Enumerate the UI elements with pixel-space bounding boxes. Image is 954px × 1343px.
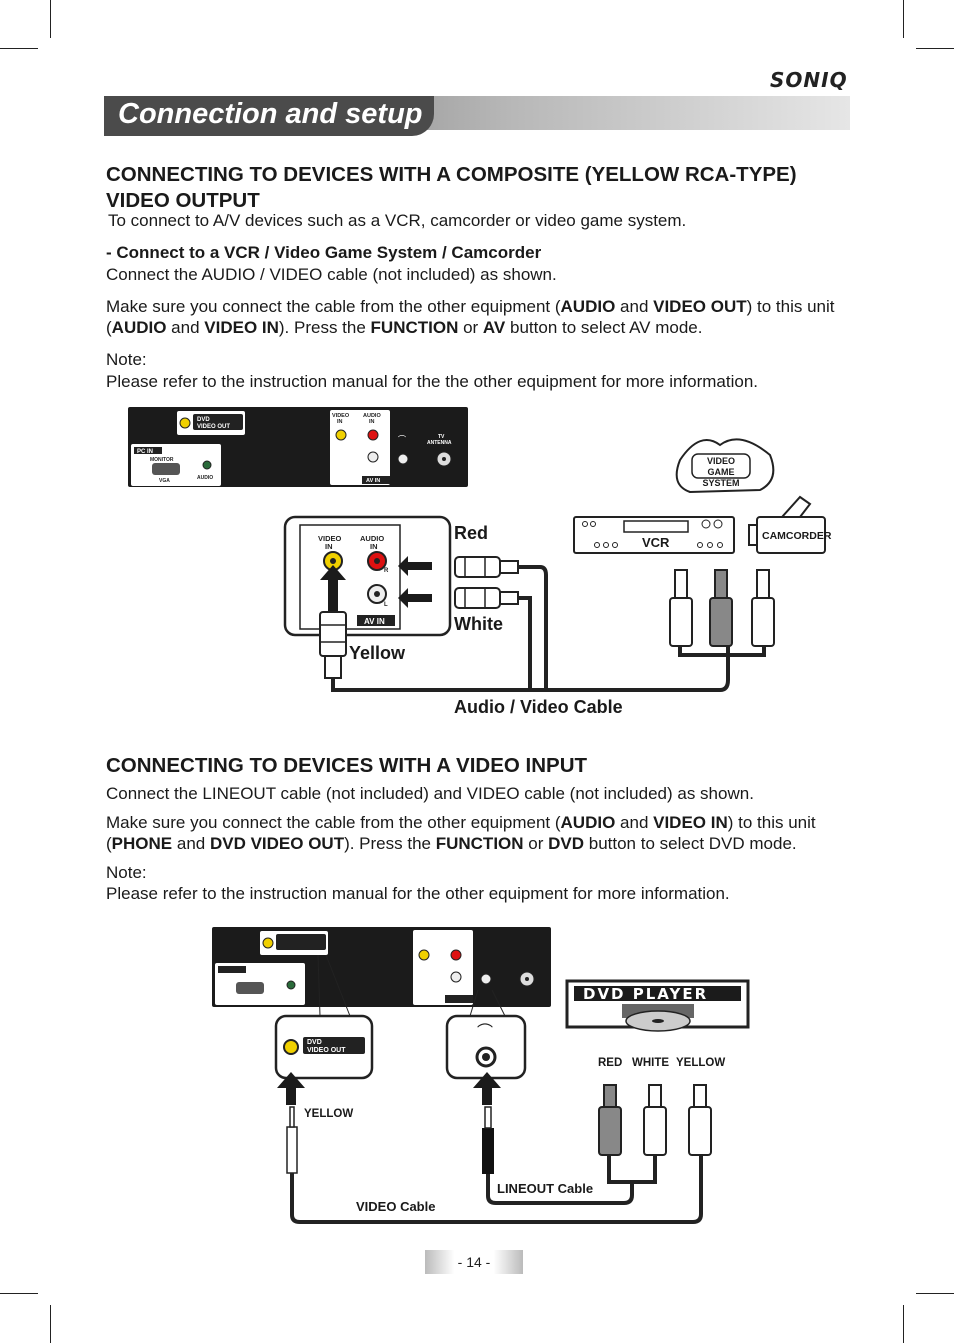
svg-text:AV IN: AV IN xyxy=(364,617,385,626)
crop-mark xyxy=(916,48,954,49)
camcorder-label: CAMCORDER xyxy=(762,530,832,542)
video-input-note-label: Note: xyxy=(106,863,147,882)
svg-text:IN: IN xyxy=(369,419,375,425)
white-label: White xyxy=(454,614,503,634)
composite-note-label: Note: xyxy=(106,350,147,369)
yellow-plug-icon xyxy=(319,611,347,679)
section-header-tab xyxy=(104,96,434,136)
section-title: Connection and setup xyxy=(118,98,423,130)
rca-plugs-right xyxy=(669,569,775,647)
panel-audio-label: AUDIO xyxy=(197,475,213,481)
svg-text:ANTENNA: ANTENNA xyxy=(427,440,452,446)
panel-vga-label: VGA xyxy=(159,478,170,484)
white-label-2: WHITE xyxy=(632,1057,670,1069)
svg-text:R: R xyxy=(384,568,389,574)
av-cable-label: Audio / Video Cable xyxy=(454,697,623,717)
dvd-player-icon xyxy=(565,979,750,1032)
svg-text:IN: IN xyxy=(370,542,378,551)
crop-mark xyxy=(916,1293,954,1294)
video-game-label: VIDEO GAME SYSTEM xyxy=(702,456,740,488)
video-input-intro: Connect the LINEOUT cable (not included)… xyxy=(106,784,754,803)
crop-mark xyxy=(903,1305,904,1343)
brand-logo: SONIQ xyxy=(770,68,848,92)
headphone-icon: ⌒ xyxy=(477,1022,493,1041)
svg-text:VIDEO: VIDEO xyxy=(318,534,342,543)
dvd-player-label: DVD PLAYER xyxy=(583,985,709,1003)
video-input-note-text: Please refer to the instruction manual f… xyxy=(106,884,730,903)
crop-mark xyxy=(50,0,51,38)
video-game-icon xyxy=(675,438,775,494)
camcorder-icon xyxy=(748,495,826,554)
video-input-instructions: Make sure you connect the cable from the… xyxy=(106,813,816,853)
video-input-heading: CONNECTING TO DEVICES WITH A VIDEO INPUT xyxy=(106,754,588,777)
svg-text:IN: IN xyxy=(337,419,343,425)
panel-audio-in-label: AUDIO xyxy=(363,413,381,419)
vcr-label: VCR xyxy=(642,535,670,550)
panel-dvd-out-label: DVD xyxy=(197,417,210,423)
panel-av-in-label: AV IN xyxy=(366,478,380,484)
svg-text:VIDEO OUT: VIDEO OUT xyxy=(197,424,230,430)
panel-monitor-label: MONITOR xyxy=(150,457,174,463)
diagram-video-input-connection: DVD VIDEO OUT ⌒ xyxy=(212,927,750,1224)
panel-tv-label: TV xyxy=(438,434,445,440)
yellow-video-plug xyxy=(286,1126,298,1174)
diagram-composite-connection: DVD VIDEO OUT PC IN MONITOR VGA AUDIO VI… xyxy=(128,407,826,692)
yellow-cable-label: YELLOW xyxy=(304,1108,354,1120)
svg-text:AUDIO: AUDIO xyxy=(360,534,384,543)
crop-mark xyxy=(0,48,38,49)
crop-mark xyxy=(50,1305,51,1343)
red-label-2: RED xyxy=(598,1057,623,1069)
red-plug-icon xyxy=(454,556,519,578)
red-label: Red xyxy=(454,523,489,543)
yellow-label-2: YELLOW xyxy=(676,1057,726,1069)
composite-instructions: Make sure you connect the cable from the… xyxy=(106,297,835,337)
svg-text:IN: IN xyxy=(325,542,333,551)
composite-note-text: Please refer to the instruction manual f… xyxy=(106,372,759,391)
page-number: - 14 - xyxy=(425,1250,523,1274)
svg-text:VIDEO OUT: VIDEO OUT xyxy=(307,1047,346,1054)
composite-subtext: Connect the AUDIO / VIDEO cable (not inc… xyxy=(106,265,557,284)
panel-pc-in-label: PC IN xyxy=(137,449,153,455)
crop-mark xyxy=(903,0,904,38)
composite-heading: CONNECTING TO DEVICES WITH A COMPOSITE (… xyxy=(106,163,797,212)
svg-text:L: L xyxy=(384,602,388,608)
panel-video-in-label: VIDEO xyxy=(332,413,350,419)
white-plug-icon xyxy=(454,587,519,609)
composite-subheading: - Connect to a VCR / Video Game System /… xyxy=(106,243,542,262)
crop-mark xyxy=(0,1293,38,1294)
svg-text:⌒: ⌒ xyxy=(398,435,406,444)
rca-plugs-dvd xyxy=(598,1084,712,1156)
inset-dvd-out-label: DVD xyxy=(307,1039,322,1046)
vcr-icon xyxy=(573,516,735,554)
yellow-label: Yellow xyxy=(349,643,406,663)
lineout-cable-label: LINEOUT Cable xyxy=(497,1181,594,1196)
lineout-plug xyxy=(482,1128,494,1174)
video-cable-label: VIDEO Cable xyxy=(356,1199,436,1214)
composite-intro: To connect to A/V devices such as a VCR,… xyxy=(108,211,687,230)
